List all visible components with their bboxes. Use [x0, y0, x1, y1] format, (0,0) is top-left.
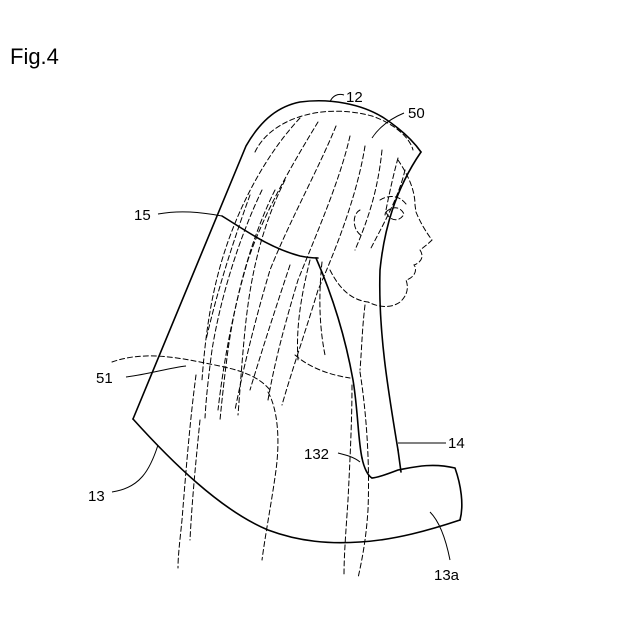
chest-line	[344, 385, 352, 575]
cape-hood-back	[133, 101, 421, 419]
face-profile	[368, 212, 432, 307]
hair-strand	[298, 260, 311, 360]
ref-15: 15	[134, 207, 151, 224]
eye-outline	[386, 208, 404, 220]
left-body-edge	[178, 375, 196, 568]
cape-front-lower	[398, 450, 401, 472]
ref-51: 51	[96, 370, 113, 387]
ref-12: 12	[346, 89, 363, 106]
hair-strand	[355, 150, 382, 250]
ref-50: 50	[408, 105, 425, 122]
hair-strand	[385, 158, 398, 215]
leader-50	[372, 113, 404, 138]
ear-outline	[354, 210, 362, 236]
head-dashed-outline	[255, 111, 432, 370]
scalp-outline	[255, 111, 413, 152]
ref-13a: 13a	[434, 567, 460, 584]
cape-bottom-hem	[133, 419, 460, 543]
hair-strand	[268, 136, 350, 400]
leader-132	[338, 453, 360, 462]
hair-strands	[202, 118, 405, 420]
ref-13: 13	[88, 488, 105, 505]
neck-front	[360, 305, 365, 370]
back-shoulder	[262, 392, 278, 560]
ref-132: 132	[304, 446, 329, 463]
shoulder-line	[112, 356, 270, 390]
leader-51	[126, 366, 186, 377]
neck-back	[295, 355, 350, 378]
torso-dashed-outline	[112, 355, 369, 578]
hood-seam-15	[222, 216, 318, 258]
eyebrow	[380, 197, 406, 204]
reference-labels: 12 50 15 51 14 132 13 13a	[88, 89, 465, 584]
hair-strand	[206, 195, 250, 340]
hair-strand	[218, 122, 318, 410]
leader-13	[112, 445, 158, 492]
cape-notch-132	[362, 458, 372, 478]
hair-strand	[370, 170, 405, 250]
cape-inner-edge	[316, 258, 362, 458]
leader-13a	[430, 512, 450, 560]
hair-strand	[238, 180, 285, 415]
cape-flap-13a	[372, 465, 462, 520]
jaw-line	[330, 270, 368, 302]
cape-outline	[133, 101, 462, 543]
leader-15	[158, 212, 222, 216]
leader-lines	[112, 94, 450, 560]
ref-14: 14	[448, 435, 465, 452]
torso-front	[358, 372, 369, 578]
